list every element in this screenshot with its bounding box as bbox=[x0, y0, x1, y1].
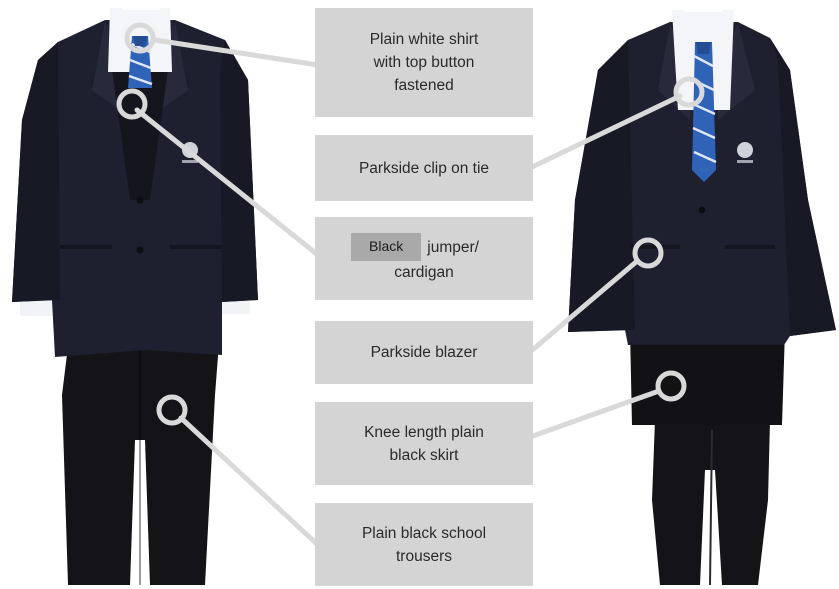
label-trousers-line-2: trousers bbox=[395, 547, 452, 565]
label-tie: Parkside clip on tie bbox=[315, 135, 533, 201]
connector-shirt bbox=[152, 37, 321, 68]
left-trousers bbox=[62, 330, 220, 585]
label-tie-text: Parkside clip on tie bbox=[358, 159, 490, 177]
ring-trousers bbox=[156, 394, 188, 426]
label-trousers: Plain black school trousers bbox=[315, 503, 533, 586]
left-jumper bbox=[112, 70, 168, 200]
label-skirt: Knee length plain black skirt bbox=[315, 402, 533, 485]
label-jumper-line-2: cardigan bbox=[394, 264, 454, 281]
ring-blazer bbox=[632, 237, 664, 269]
callout-rings bbox=[116, 22, 705, 426]
label-shirt-line-2: with top button bbox=[373, 54, 475, 71]
label-trousers-line-1: Plain black school bbox=[361, 524, 487, 542]
ring-jumper bbox=[116, 88, 148, 120]
label-skirt-line-1: Knee length plain bbox=[364, 423, 484, 441]
connector-jumper bbox=[134, 107, 321, 258]
label-blazer-text: Parkside blazer bbox=[370, 344, 478, 361]
label-skirt-line-2: black skirt bbox=[389, 446, 459, 464]
connector-trousers bbox=[178, 415, 321, 548]
label-shirt-line-1: Plain white shirt bbox=[369, 31, 479, 48]
label-blazer: Parkside blazer bbox=[315, 321, 533, 384]
connectors bbox=[134, 37, 683, 548]
label-jumper: Black jumper/ cardigan bbox=[315, 217, 533, 300]
label-jumper-line-1: jumper/ bbox=[427, 238, 479, 256]
label-shirt: Plain white shirt with top button fasten… bbox=[315, 8, 533, 117]
ring-skirt bbox=[655, 370, 687, 402]
ring-shirt bbox=[124, 22, 156, 54]
label-jumper-badge: Black bbox=[351, 233, 422, 261]
connector-tie bbox=[527, 93, 683, 171]
connector-blazer bbox=[527, 259, 639, 355]
left-figure bbox=[12, 0, 258, 585]
right-tie bbox=[692, 42, 716, 182]
right-figure bbox=[568, 0, 836, 586]
connector-skirt bbox=[527, 388, 662, 440]
label-shirt-line-3: fastened bbox=[394, 77, 454, 94]
right-tights bbox=[652, 420, 770, 585]
ring-tie bbox=[673, 76, 705, 108]
